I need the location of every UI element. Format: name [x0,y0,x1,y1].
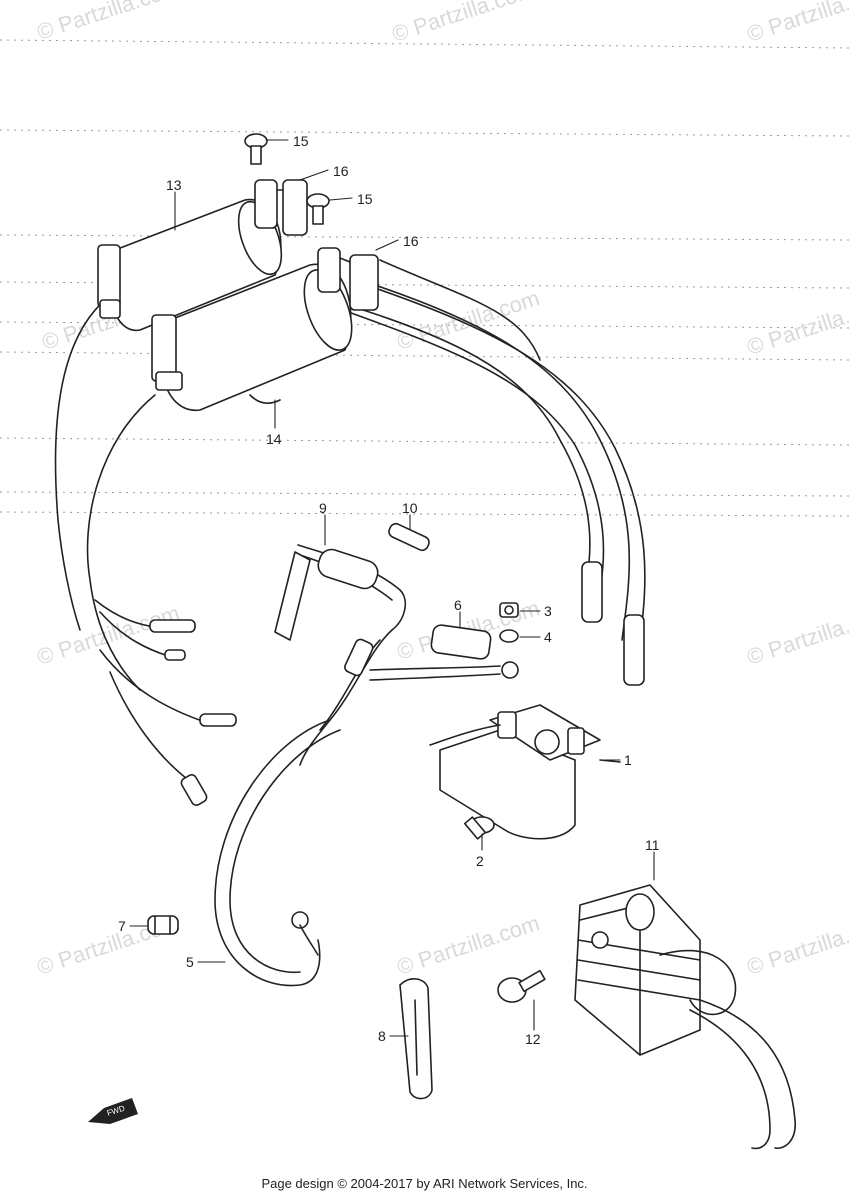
watermark-text: © Partzilla.com [34,0,183,45]
watermark-text: © Partzilla.com [744,0,849,47]
callout-13: 13 [166,177,182,193]
fwd-arrow-icon: FWD [88,1098,138,1124]
nut-3 [499,602,519,618]
callout-15: 15 [357,191,373,207]
page-footer: Page design © 2004-2017 by ARI Network S… [261,1176,588,1191]
screw-15a [244,133,268,165]
callout-12: 12 [525,1031,541,1047]
callout-6: 6 [454,597,462,613]
callout-8: 8 [378,1028,386,1044]
callout-16: 16 [403,233,419,249]
watermark-text: © Partzilla.com [394,285,543,355]
callout-5: 5 [186,954,194,970]
boot-6 [430,624,492,660]
spark-plug-cap-16a [254,179,308,236]
spark-plug-cap-16b [317,247,379,311]
callout-7: 7 [118,918,126,934]
callout-3: 3 [544,603,552,619]
lead-wire-5 [214,719,341,987]
fuse-holder-9 [274,544,407,766]
screw-2 [463,816,495,840]
screw-15b [306,193,330,225]
callout-14: 14 [266,431,282,447]
bracket-8 [399,978,433,1100]
watermark-text: © Partzilla.com [744,290,849,360]
lower-left-harness [94,599,237,806]
fuse-10 [388,522,430,552]
callout-9: 9 [319,500,327,516]
watermark-text: © Partzilla.com [394,910,543,980]
callout-16: 16 [333,163,349,179]
callout-15: 15 [293,133,309,149]
screw-12 [497,969,546,1003]
watermark-text: © Partzilla.com [389,0,538,47]
battery-cable [369,661,519,681]
parts-diagram: © Partzilla.com © Partzilla.com © Partzi… [0,0,849,1150]
callout-10: 10 [402,500,418,516]
washer-4 [499,629,519,643]
callout-1: 1 [624,752,632,768]
coil-lead-ends [581,561,645,686]
coil-lead-wires [54,259,646,691]
watermarks: © Partzilla.com © Partzilla.com © Partzi… [34,0,849,980]
callout-11: 11 [645,837,660,853]
clamp-7 [147,915,179,935]
callouts: 15 16 15 16 13 14 9 10 6 3 4 1 2 11 7 5 [118,133,660,1047]
callout-4: 4 [544,629,552,645]
regulator-11 [574,884,796,1150]
watermark-text: © Partzilla.com [744,910,849,980]
starter-relay-1 [429,704,621,840]
watermark-text: © Partzilla.com [744,600,849,670]
callout-2: 2 [476,853,484,869]
